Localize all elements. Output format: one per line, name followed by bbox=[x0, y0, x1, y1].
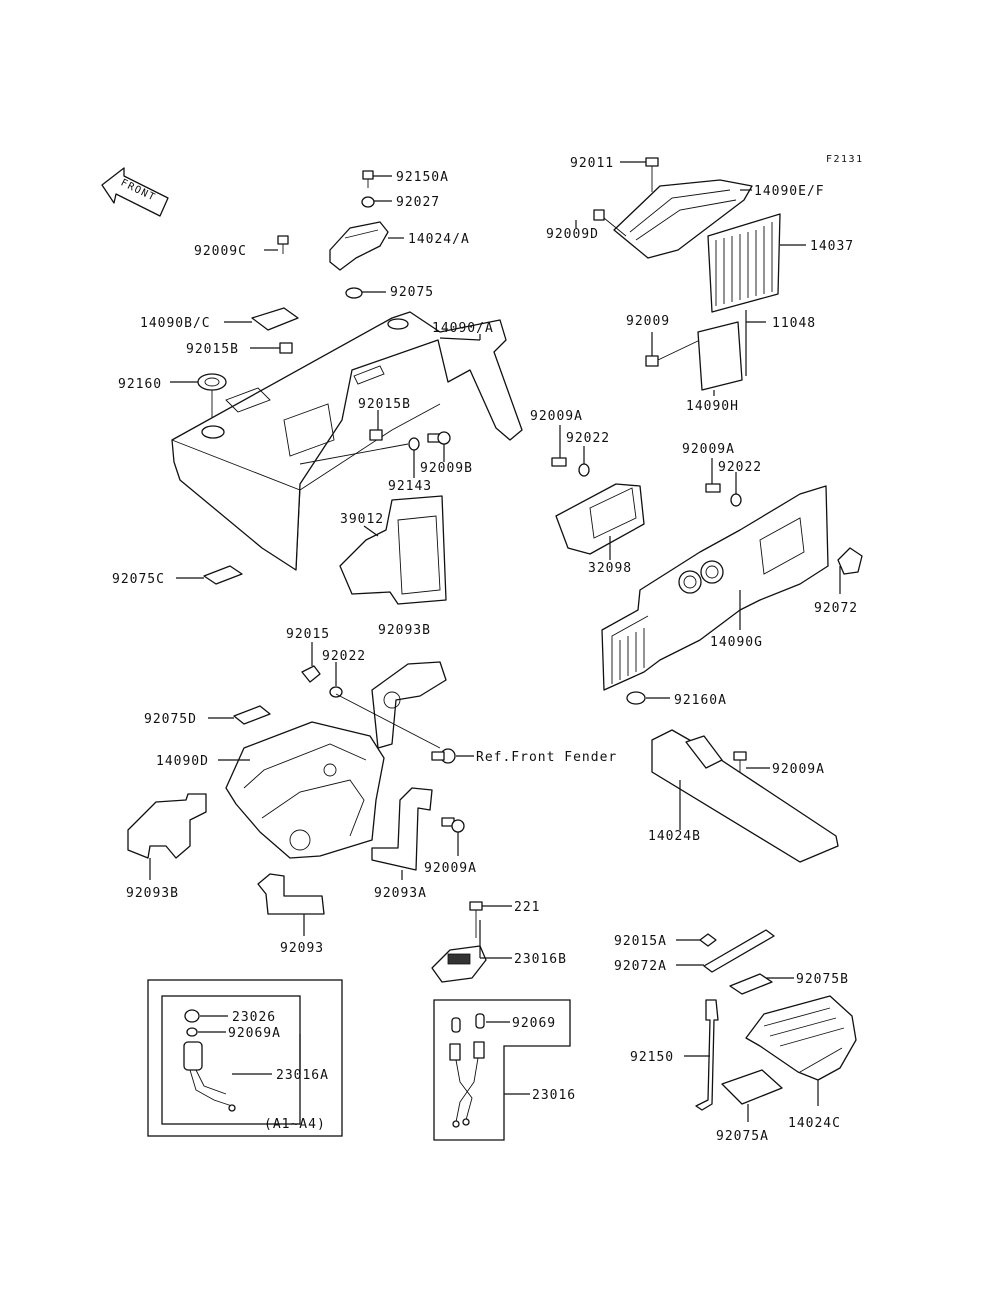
part-92143-92009B: 92009B 92143 bbox=[299, 431, 473, 494]
part-14037-fins: 14037 bbox=[707, 213, 854, 313]
part-92009D: 92009D bbox=[546, 209, 627, 242]
box-23016A: 23026 92069A 23016A (A1~A4) bbox=[147, 979, 343, 1137]
label-92015A: 92015A bbox=[614, 934, 667, 949]
label-23016B: 23016B bbox=[514, 952, 567, 967]
part-92075B: 92075B bbox=[729, 972, 849, 995]
label-14090BC: 14090B/C bbox=[140, 316, 211, 331]
label-92009A-2: 92009A bbox=[682, 442, 735, 457]
label-92069: 92069 bbox=[512, 1016, 556, 1031]
part-92093B-bracket: 92093B bbox=[126, 793, 207, 901]
label-39012: 39012 bbox=[340, 512, 384, 527]
label-92075: 92075 bbox=[390, 285, 434, 300]
part-92075A: 92075A bbox=[716, 1069, 783, 1144]
part-92160: 92160 bbox=[118, 373, 227, 428]
label-92069A: 92069A bbox=[228, 1026, 281, 1041]
label-14090A: 14090/A bbox=[432, 321, 494, 336]
label-92143: 92143 bbox=[388, 479, 432, 494]
part-14090A-housing: 14090/A bbox=[171, 311, 523, 571]
label-14024C: 14024C bbox=[788, 1116, 841, 1131]
label-14090G: 14090G bbox=[710, 635, 763, 650]
label-221: 221 bbox=[514, 900, 540, 915]
label-92093A: 92093A bbox=[374, 886, 427, 901]
label-ref-front-fender: Ref.Front Fender bbox=[476, 750, 617, 765]
label-92022-3: 92022 bbox=[322, 649, 366, 664]
part-14090EF: 14090E/F bbox=[613, 179, 825, 259]
label-14037: 14037 bbox=[810, 239, 854, 254]
label-92093: 92093 bbox=[280, 941, 324, 956]
part-92150A: 92150A bbox=[362, 170, 449, 188]
label-92011: 92011 bbox=[570, 156, 614, 171]
label-92009A-4: 92009A bbox=[772, 762, 825, 777]
label-92160: 92160 bbox=[118, 377, 162, 392]
label-92022-1: 92022 bbox=[566, 431, 610, 446]
part-92027: 92027 bbox=[361, 195, 440, 210]
part-92015-92022: 92015 92022 bbox=[286, 627, 366, 698]
part-92150: 92150 bbox=[630, 999, 719, 1111]
label-92075D: 92075D bbox=[144, 712, 197, 727]
label-92075B: 92075B bbox=[796, 972, 849, 987]
label-23016A: 23016A bbox=[276, 1068, 329, 1083]
label-92093B-1: 92093B bbox=[378, 623, 431, 638]
label-92150A: 92150A bbox=[396, 170, 449, 185]
label-92160A: 92160A bbox=[674, 693, 727, 708]
label-92015B-1: 92015B bbox=[186, 342, 239, 357]
label-14090EF: 14090E/F bbox=[754, 184, 825, 199]
label-23016: 23016 bbox=[532, 1088, 576, 1103]
part-39012-duct: 39012 92093B bbox=[339, 495, 447, 638]
part-32098: 92009A 92022 32098 bbox=[530, 409, 645, 576]
part-92009C: 92009C bbox=[194, 235, 289, 259]
label-92015: 92015 bbox=[286, 627, 330, 642]
part-bracket-ref: Ref.Front Fender bbox=[335, 661, 617, 765]
part-92075D: 92075D bbox=[144, 705, 271, 727]
label-92150: 92150 bbox=[630, 1050, 674, 1065]
label-A1-A4: (A1~A4) bbox=[264, 1117, 326, 1132]
part-92093A-bracket: 92093A 92009A bbox=[371, 787, 477, 901]
label-32098: 32098 bbox=[588, 561, 632, 576]
label-14090D: 14090D bbox=[156, 754, 209, 769]
part-14090D-box: 14090D bbox=[156, 721, 385, 859]
label-92075C: 92075C bbox=[112, 572, 165, 587]
label-92072A: 92072A bbox=[614, 959, 667, 974]
label-92009B: 92009B bbox=[420, 461, 473, 476]
part-92160A: 92160A bbox=[626, 691, 727, 708]
part-14024B: 92009A 14024B bbox=[648, 729, 839, 863]
part-14024A: 14024/A bbox=[329, 221, 470, 271]
label-92027: 92027 bbox=[396, 195, 440, 210]
label-14024B: 14024B bbox=[648, 829, 701, 844]
label-92093B-2: 92093B bbox=[126, 886, 179, 901]
part-14090G-panel: 92009A 92022 92072 14090G bbox=[601, 442, 863, 691]
figure-code: F2131 bbox=[826, 154, 864, 165]
label-92022-2: 92022 bbox=[718, 460, 762, 475]
part-221-23016B: 221 23016B bbox=[431, 900, 567, 983]
part-92011: 92011 bbox=[570, 156, 659, 192]
part-92075C: 92075C bbox=[112, 565, 243, 587]
label-92009A-1: 92009A bbox=[530, 409, 583, 424]
front-arrow-icon: FRONT bbox=[101, 167, 169, 217]
label-92009A-3: 92009A bbox=[424, 861, 477, 876]
label-11048: 11048 bbox=[772, 316, 816, 331]
part-92093-bracket: 92093 bbox=[257, 873, 325, 956]
label-92009: 92009 bbox=[626, 314, 670, 329]
part-92075: 92075 bbox=[345, 285, 434, 300]
label-92015B-2: 92015B bbox=[358, 397, 411, 412]
box-23016: 92069 23016 bbox=[433, 999, 576, 1141]
part-92015A-92072A: 92015A 92072A bbox=[614, 929, 775, 974]
label-92075A: 92075A bbox=[716, 1129, 769, 1144]
part-92009-11048: 92009 11048 14090H bbox=[626, 310, 816, 414]
part-92015B-left: 92015B bbox=[186, 342, 293, 357]
part-14090BC: 14090B/C bbox=[140, 307, 299, 331]
label-14090H: 14090H bbox=[686, 399, 739, 414]
label-92009C: 92009C bbox=[194, 244, 247, 259]
part-92015B-center: 92015B bbox=[358, 397, 411, 441]
label-92072: 92072 bbox=[814, 601, 858, 616]
part-14024C: 14024C bbox=[745, 995, 857, 1131]
label-23026: 23026 bbox=[232, 1010, 276, 1025]
label-14024A: 14024/A bbox=[408, 232, 470, 247]
label-92009D: 92009D bbox=[546, 227, 599, 242]
